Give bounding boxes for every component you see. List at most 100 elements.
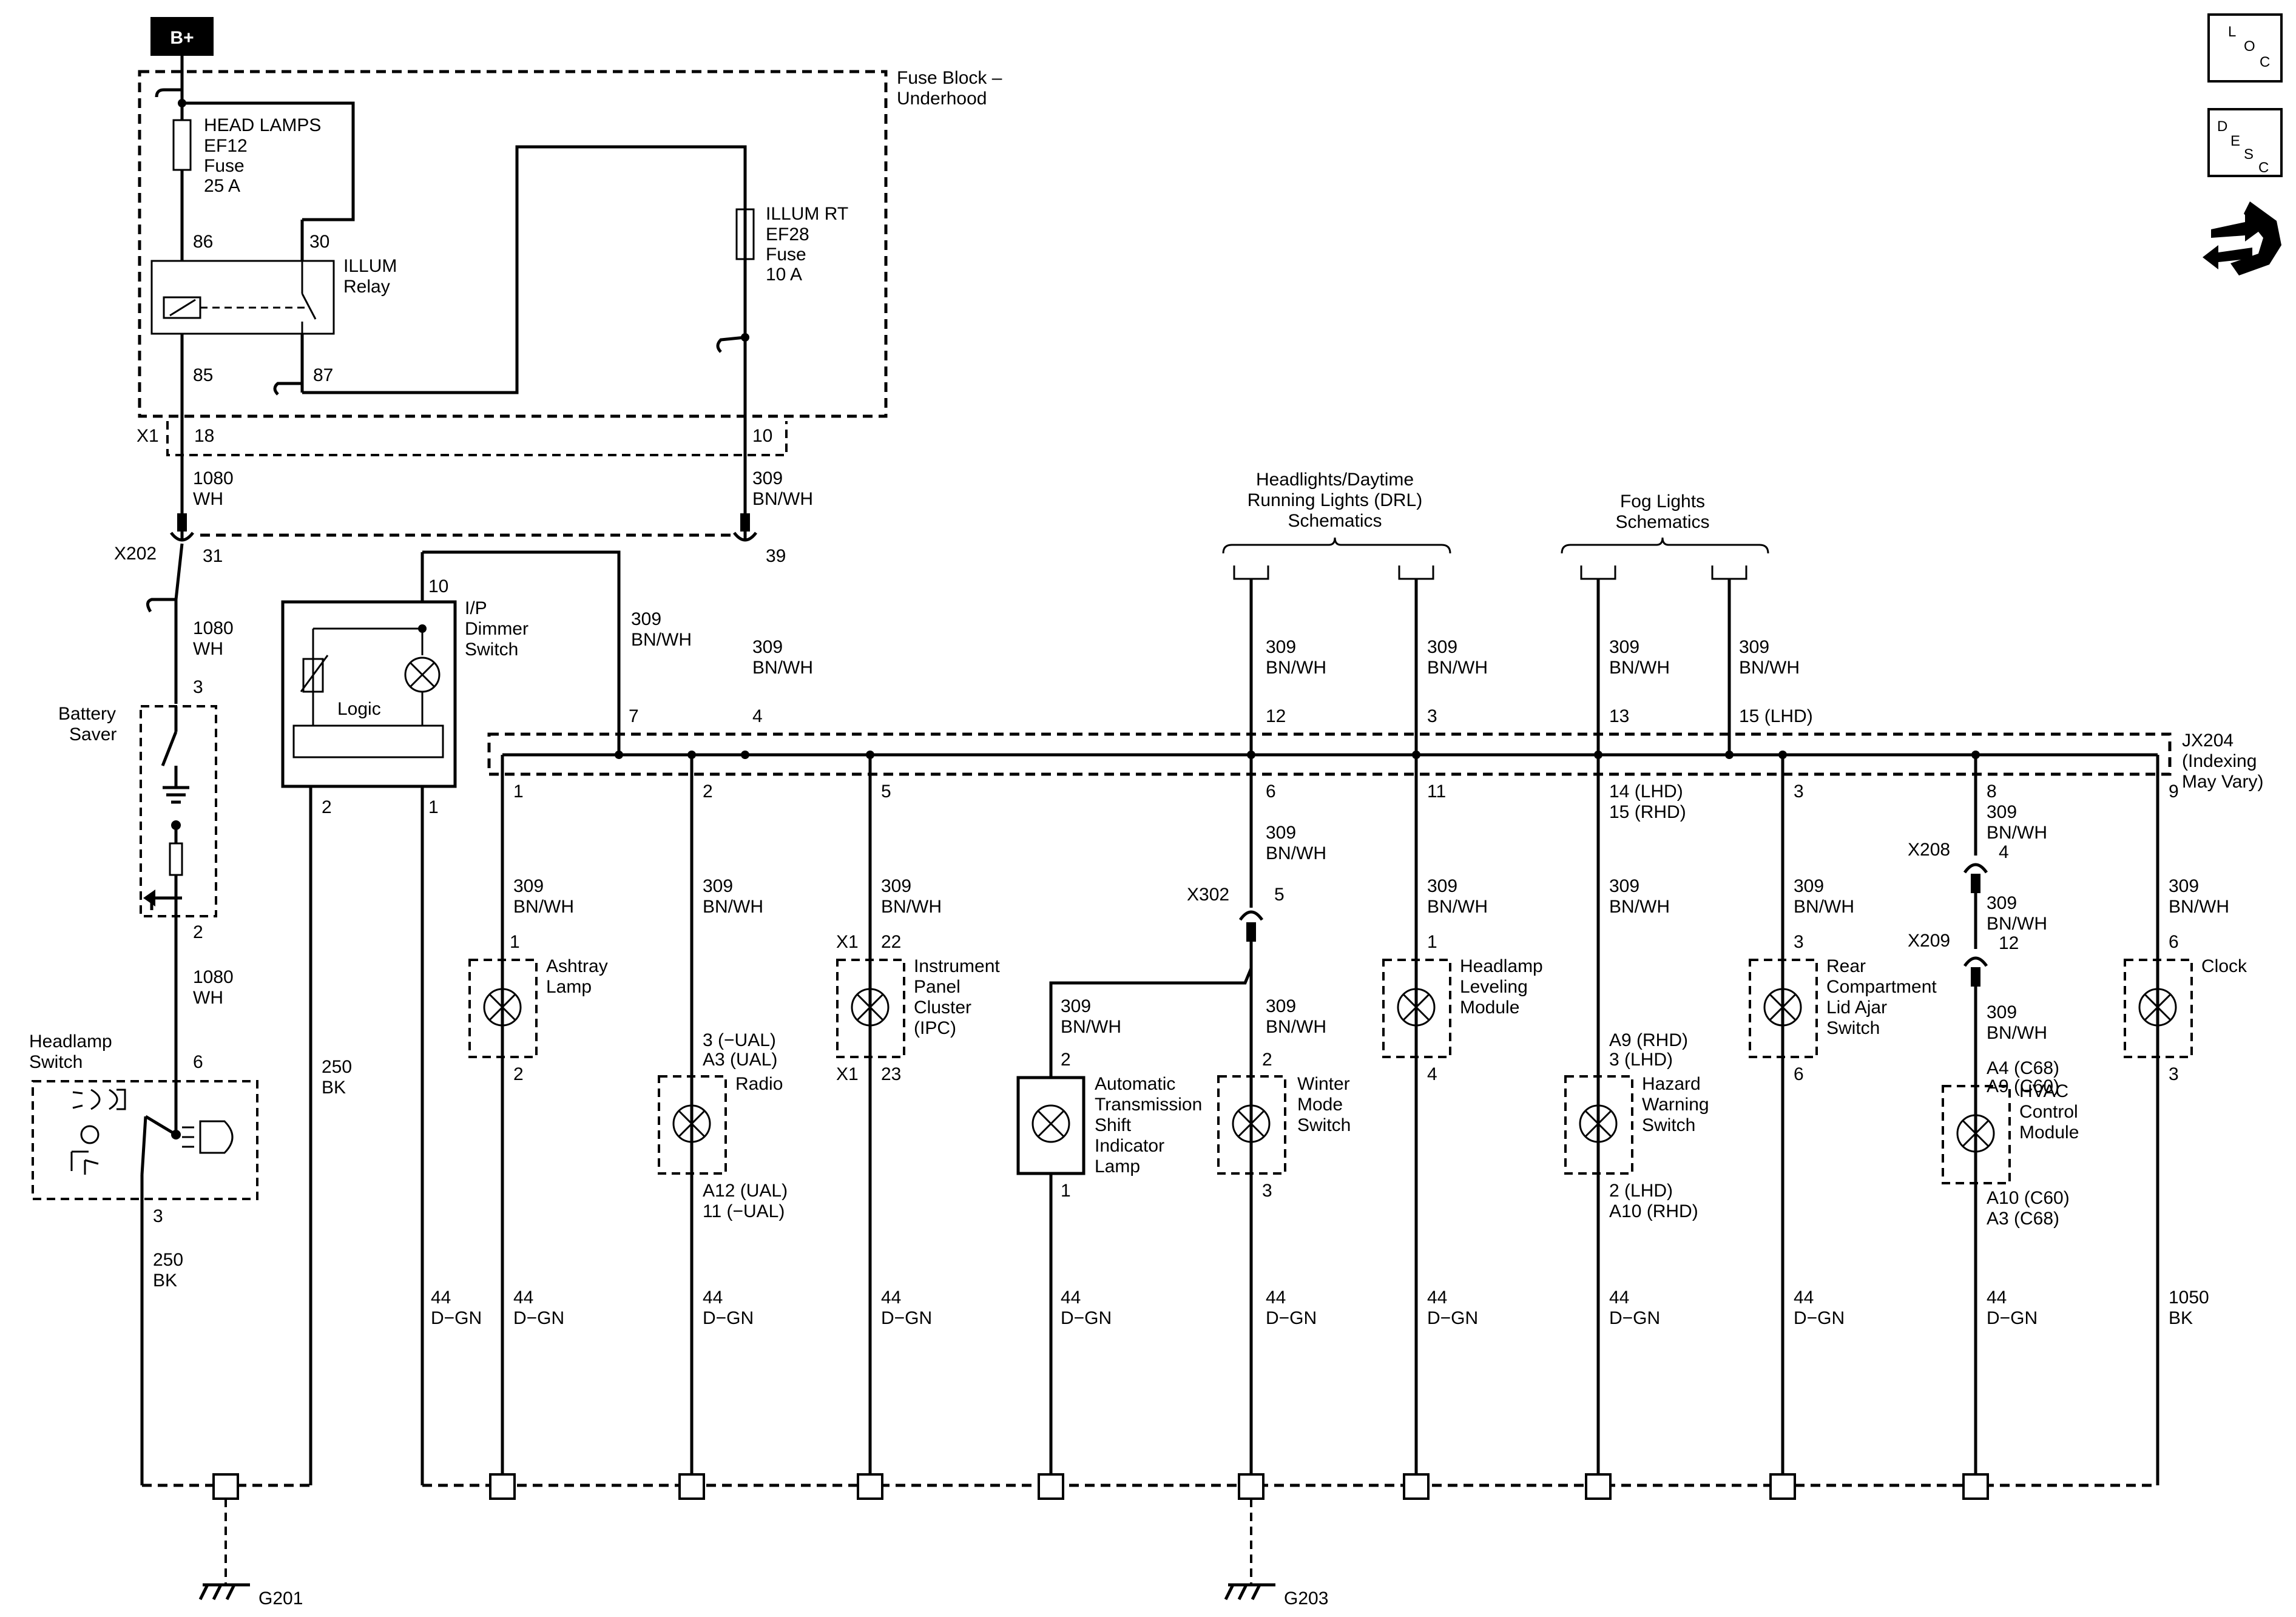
svg-text:Lid Ajar: Lid Ajar	[1826, 998, 1887, 1018]
rear-compartment-switch-label: Rear Compartment Lid Ajar Switch	[1826, 956, 1937, 1038]
ipc-box	[836, 959, 905, 1058]
jx204-splice-pack	[487, 732, 2172, 776]
svg-text:Schematics: Schematics	[1288, 511, 1382, 531]
svg-text:10 A: 10 A	[766, 265, 802, 285]
svg-text:Control: Control	[2019, 1102, 2078, 1122]
svg-text:A4 (C68): A4 (C68)	[1987, 1058, 2059, 1078]
svg-text:309: 309	[1609, 637, 1639, 657]
svg-text:BN/WH: BN/WH	[1427, 658, 1488, 678]
svg-text:309: 309	[1427, 637, 1457, 657]
svg-text:D−GN: D−GN	[1061, 1308, 1112, 1328]
svg-text:Automatic: Automatic	[1095, 1074, 1175, 1094]
trans-shift-lamp-label: Automatic Transmission Shift Indicator L…	[1095, 1074, 1202, 1176]
svg-text:3: 3	[1794, 932, 1804, 952]
svg-text:3: 3	[193, 677, 203, 697]
svg-text:BN/WH: BN/WH	[1609, 658, 1670, 678]
dimmer-rheostat	[302, 658, 324, 693]
svg-text:Headlamp: Headlamp	[29, 1031, 112, 1052]
svg-text:Shift: Shift	[1095, 1115, 1132, 1135]
g203-ground-icon	[1224, 1583, 1275, 1601]
svg-text:BN/WH: BN/WH	[752, 658, 813, 678]
headlamp-leveling-lamp-icon	[1397, 988, 1436, 1027]
svg-text:EF28: EF28	[766, 224, 809, 245]
head-lamps-fuse-label: HEAD LAMPS EF12 Fuse 25 A	[204, 115, 321, 196]
x202-pin-31: 31	[203, 546, 223, 566]
svg-text:WH: WH	[193, 988, 223, 1008]
svg-text:Cluster: Cluster	[914, 998, 971, 1018]
ip-dimmer-switch-label: I/P Dimmer Switch	[465, 598, 528, 660]
svg-text:BN/WH: BN/WH	[1266, 1017, 1326, 1037]
g201-label: G201	[258, 1588, 303, 1609]
svg-text:44: 44	[1794, 1288, 1814, 1308]
headlamp-icon	[182, 1120, 234, 1154]
desc-icon[interactable]: D E S C	[2207, 108, 2283, 177]
svg-text:9: 9	[2169, 781, 2179, 802]
svg-text:Switch: Switch	[465, 640, 518, 660]
clock-label: Clock	[2201, 956, 2247, 976]
svg-text:Relay: Relay	[343, 277, 390, 297]
svg-text:Panel: Panel	[914, 977, 961, 997]
svg-text:309: 309	[1061, 996, 1091, 1016]
svg-text:309: 309	[1739, 637, 1769, 657]
svg-text:Switch: Switch	[1642, 1115, 1695, 1135]
svg-text:D−GN: D−GN	[1794, 1308, 1845, 1328]
svg-text:Dimmer: Dimmer	[465, 619, 528, 639]
ashtray-lamp-icon	[483, 988, 522, 1027]
svg-text:I/P: I/P	[465, 598, 487, 618]
svg-text:3: 3	[1427, 706, 1437, 726]
ashtray-lamp-box	[468, 959, 538, 1058]
relay-pin-85: 85	[193, 365, 213, 385]
svg-text:309: 309	[2169, 876, 2199, 896]
svg-text:BN/WH: BN/WH	[1609, 897, 1670, 917]
svg-text:3 (LHD): 3 (LHD)	[1609, 1050, 1673, 1070]
low-beam-icon	[70, 1125, 100, 1175]
x202-label: X202	[114, 544, 157, 564]
svg-text:BN/WH: BN/WH	[752, 489, 813, 509]
fuse-block-title: Fuse Block –	[897, 68, 1002, 88]
winter-mode-switch-box	[1217, 1075, 1286, 1175]
svg-text:1: 1	[513, 781, 524, 802]
x209-label: X209	[1908, 931, 1950, 951]
svg-text:C: C	[2260, 54, 2270, 70]
svg-text:3: 3	[1262, 1181, 1272, 1201]
headlamp-leveling-label: Headlamp Leveling Module	[1460, 956, 1543, 1018]
x1-pin-10: 10	[752, 426, 772, 446]
svg-text:BN/WH: BN/WH	[1266, 658, 1326, 678]
svg-text:2: 2	[322, 797, 332, 817]
svg-text:Fog Lights: Fog Lights	[1620, 491, 1705, 511]
svg-text:Lamp: Lamp	[1095, 1156, 1140, 1176]
svg-text:BK: BK	[322, 1078, 346, 1098]
wrench-transfer-icon[interactable]	[2203, 201, 2281, 275]
svg-text:250: 250	[322, 1057, 352, 1077]
svg-text:12: 12	[1266, 706, 1286, 726]
svg-text:3: 3	[153, 1206, 163, 1226]
loc-icon[interactable]: L O C	[2207, 13, 2283, 83]
svg-text:23: 23	[881, 1064, 901, 1084]
hvac-module-label: HVAC Control Module	[2019, 1081, 2079, 1143]
svg-text:X1: X1	[836, 932, 859, 952]
battery-saver-box	[140, 705, 217, 917]
svg-text:2 (LHD): 2 (LHD)	[1609, 1181, 1673, 1201]
svg-text:309: 309	[752, 468, 783, 488]
fuse-block-title-2: Underhood	[897, 89, 987, 109]
hvac-lamp-icon	[1956, 1114, 1995, 1153]
hazard-switch-label: Hazard Warning Switch	[1642, 1074, 1709, 1135]
svg-text:2: 2	[513, 1064, 524, 1084]
b-plus-box	[150, 17, 214, 56]
relay-pin-86: 86	[193, 232, 213, 252]
b-plus-label: B+	[170, 28, 194, 48]
svg-text:D−GN: D−GN	[431, 1308, 482, 1328]
svg-text:1: 1	[510, 932, 520, 952]
svg-text:1: 1	[1061, 1181, 1071, 1201]
illum-relay-box	[150, 260, 335, 335]
svg-text:3: 3	[1794, 781, 1804, 802]
svg-text:BN/WH: BN/WH	[1266, 843, 1326, 863]
svg-text:5: 5	[881, 781, 891, 802]
svg-text:Lamp: Lamp	[546, 977, 592, 997]
svg-text:BN/WH: BN/WH	[1987, 823, 2047, 843]
svg-text:Switch: Switch	[1297, 1115, 1351, 1135]
svg-text:6: 6	[193, 1052, 203, 1072]
svg-text:D−GN: D−GN	[1266, 1308, 1317, 1328]
svg-text:11 (−UAL): 11 (−UAL)	[703, 1201, 785, 1221]
